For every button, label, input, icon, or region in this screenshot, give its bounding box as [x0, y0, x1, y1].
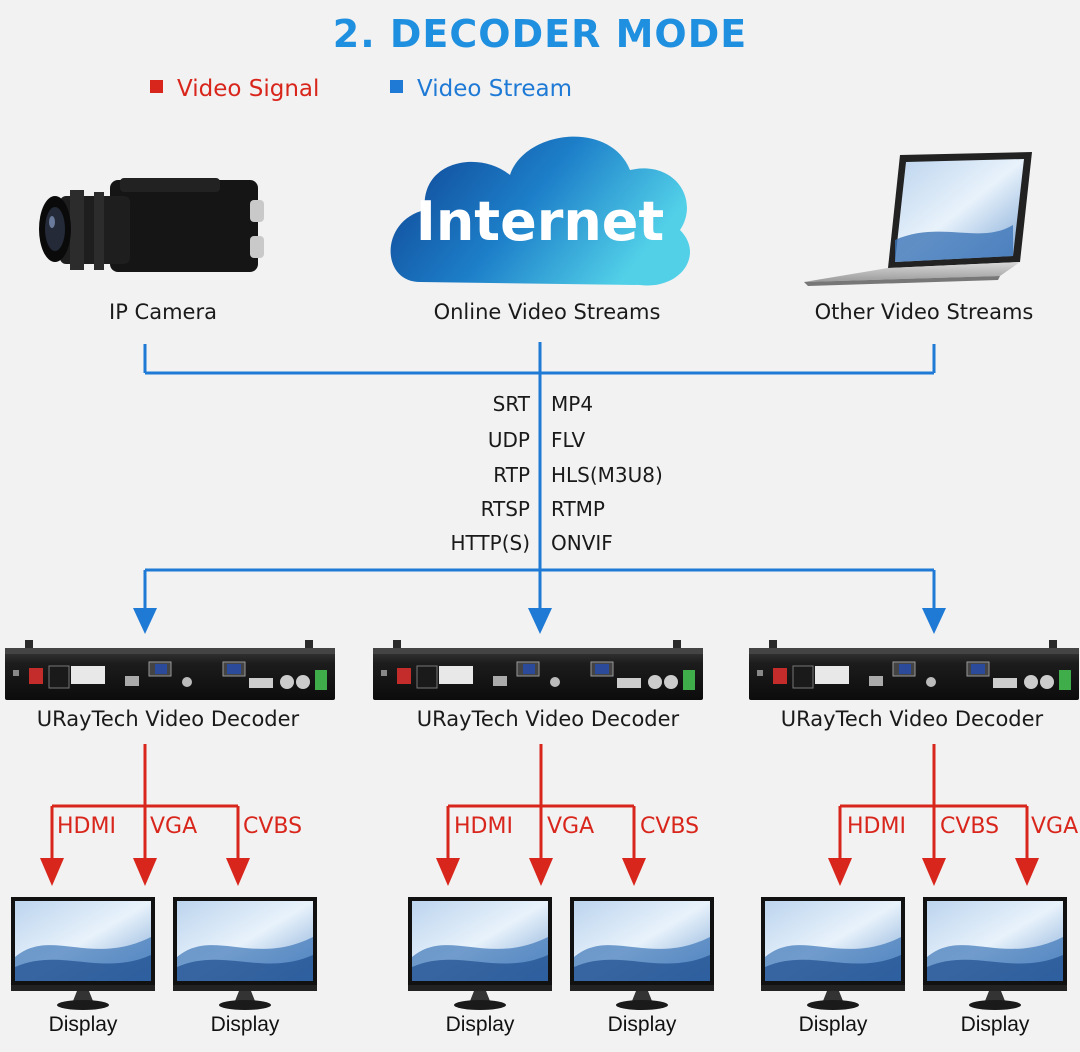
- output-label: HDMI: [57, 814, 116, 839]
- display-label: Display: [607, 1013, 677, 1036]
- decoder-device-icon: [748, 639, 1080, 701]
- arrow-down-icon: [922, 858, 946, 886]
- source-label-other-streams: Other Video Streams: [814, 300, 1034, 324]
- laptop-icon: [804, 152, 1032, 286]
- arrow-down-icon: [622, 858, 646, 886]
- arrow-down-icon: [436, 858, 460, 886]
- display-label: Display: [445, 1013, 515, 1036]
- protocol-label: ONVIF: [551, 531, 613, 555]
- monitor-icon: [173, 897, 317, 1010]
- output-label: CVBS: [940, 814, 1000, 839]
- arrow-down-icon: [1015, 858, 1039, 886]
- output-label: VGA: [150, 814, 198, 839]
- decoder-label: URayTech Video Decoder: [780, 707, 1044, 731]
- output-label: CVBS: [243, 814, 303, 839]
- output-label: VGA: [1031, 814, 1079, 839]
- monitor-icon: [570, 897, 714, 1010]
- protocol-label: HLS(M3U8): [551, 463, 663, 487]
- arrow-down-icon: [133, 858, 157, 886]
- decoder-device-icon: [372, 639, 704, 701]
- signal-arrowheads: [40, 858, 1039, 886]
- output-label: HDMI: [454, 814, 513, 839]
- legend-signal-label: Video Signal: [177, 76, 320, 102]
- protocol-label: HTTP(S): [450, 531, 530, 555]
- display-label: Display: [960, 1013, 1030, 1036]
- decoder-label: URayTech Video Decoder: [416, 707, 680, 731]
- display-label: Display: [798, 1013, 868, 1036]
- protocol-label: SRT: [492, 392, 530, 416]
- protocol-label: RTMP: [551, 497, 605, 521]
- output-label: VGA: [547, 814, 595, 839]
- arrow-down-icon: [133, 608, 157, 634]
- monitor-icon: [761, 897, 905, 1010]
- arrow-down-icon: [40, 858, 64, 886]
- arrow-down-icon: [528, 608, 552, 634]
- arrow-down-icon: [922, 608, 946, 634]
- protocol-label: MP4: [551, 392, 594, 416]
- monitor-icon: [408, 897, 552, 1010]
- legend-stream-label: Video Stream: [417, 76, 572, 102]
- output-label: CVBS: [640, 814, 700, 839]
- arrow-down-icon: [226, 858, 250, 886]
- legend-stream-swatch: [390, 80, 403, 93]
- display-label: Display: [48, 1013, 118, 1036]
- page-title: 2. DECODER MODE: [332, 12, 748, 56]
- stream-lines: [143, 342, 936, 612]
- legend-video-signal: Video Signal: [150, 76, 319, 102]
- protocol-label: FLV: [551, 428, 586, 452]
- source-label-online-streams: Online Video Streams: [433, 300, 661, 324]
- output-label: HDMI: [847, 814, 906, 839]
- protocol-label: UDP: [487, 428, 530, 452]
- signal-lines: [50, 744, 1029, 862]
- legend-video-stream: Video Stream: [390, 76, 572, 102]
- decoder-label: URayTech Video Decoder: [36, 707, 300, 731]
- protocol-label: RTSP: [480, 497, 530, 521]
- cloud-label: Internet: [416, 190, 664, 253]
- cloud-icon: [390, 136, 691, 286]
- ip-camera-icon: [39, 178, 264, 272]
- monitor-icon: [11, 897, 155, 1010]
- source-label-ip-camera: IP Camera: [109, 300, 217, 324]
- monitor-icon: [923, 897, 1067, 1010]
- arrow-down-icon: [828, 858, 852, 886]
- display-label: Display: [210, 1013, 280, 1036]
- arrow-down-icon: [529, 858, 553, 886]
- stream-arrowheads: [133, 608, 946, 634]
- protocol-label: RTP: [493, 463, 530, 487]
- decoder-device-icon: [4, 639, 336, 701]
- legend-signal-swatch: [150, 80, 163, 93]
